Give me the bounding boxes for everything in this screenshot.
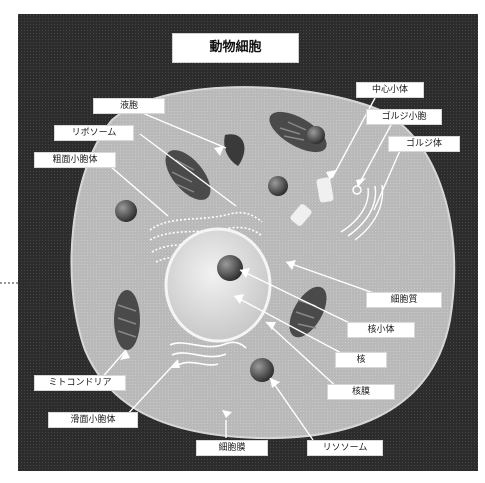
label-cell-membrane: 細胞膜 xyxy=(196,440,268,456)
diagram-title: 動物細胞 xyxy=(172,33,299,63)
vesicle-sphere xyxy=(115,200,137,222)
label-lysosome: リソソーム xyxy=(307,440,383,456)
label-centriole: 中心小体 xyxy=(356,82,424,98)
nucleolus-shape xyxy=(217,255,243,281)
vesicle-sphere xyxy=(268,176,288,196)
label-vacuole: 液胞 xyxy=(93,98,165,114)
label-golgi-body: ゴルジ体 xyxy=(388,136,460,152)
label-nucleolus: 核小体 xyxy=(347,322,415,338)
mitochondrion-left xyxy=(114,290,140,350)
label-cytoplasm: 細胞質 xyxy=(366,292,442,308)
label-nuclear-membrane: 核膜 xyxy=(327,384,395,400)
label-smooth-er: 滑面小胞体 xyxy=(48,412,138,428)
label-golgi-vesicle: ゴルジ小胞 xyxy=(366,109,442,125)
nucleus-shape xyxy=(166,229,270,341)
label-mitochondria: ミトコンドリア xyxy=(34,375,126,391)
vesicle-sphere xyxy=(307,126,325,144)
label-nucleus: 核 xyxy=(335,352,387,368)
label-ribosome: リボソーム xyxy=(54,125,134,141)
label-rough-er: 粗面小胞体 xyxy=(34,152,116,168)
